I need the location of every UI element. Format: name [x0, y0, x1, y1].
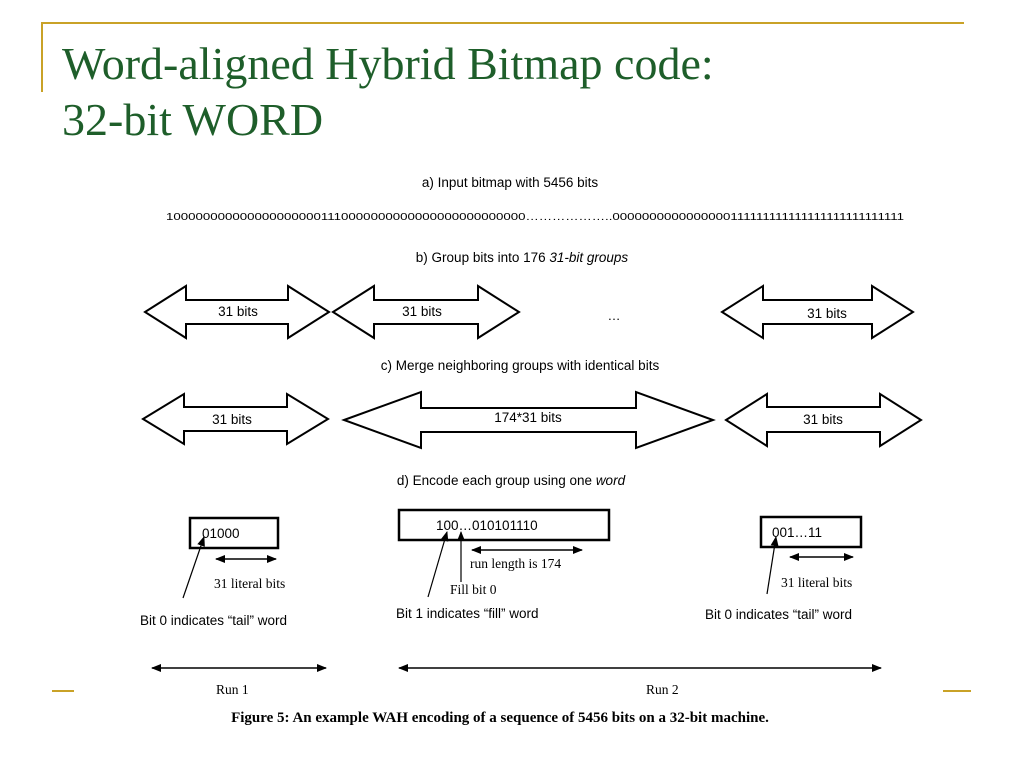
tail-indicator-label-2: Bit 0 indicates “tail” word: [705, 607, 852, 622]
group-ellipsis: …: [608, 308, 621, 323]
fill-word-box: [397, 508, 611, 542]
literal-bits-note-1: 31 literal bits: [214, 576, 285, 591]
step-c-label: c) Merge neighboring groups with identic…: [381, 358, 660, 373]
accent-bottom-right-line: [943, 690, 971, 692]
group-arrow-3: [720, 284, 915, 340]
figure-caption: Figure 5: An example WAH encoding of a s…: [231, 710, 769, 726]
tail-indicator-pointer-1: [182, 536, 205, 599]
tail-indicator-pointer-2: [766, 536, 779, 595]
run-1-label: Run 1: [216, 682, 249, 697]
input-bitmap-bits: 1000000000000000000001110000000000000000…: [166, 211, 904, 223]
literal-bits-note-2: 31 literal bits: [781, 575, 852, 590]
group-arrow-3-label: 31 bits: [807, 306, 847, 321]
run-length-note: run length is 174: [470, 556, 561, 571]
run-2-label: Run 2: [646, 682, 679, 697]
step-d-label: d) Encode each group using one word: [397, 473, 626, 488]
merged-arrow-1: [141, 392, 330, 446]
tail-word-2-code: 001…11: [772, 525, 822, 540]
step-b-label: b) Group bits into 176 31-bit groups: [416, 250, 629, 265]
fill-word-code: 100…010101110: [436, 518, 538, 533]
step-b-label-text: b) Group bits into 176: [416, 250, 550, 265]
merged-arrow-2-label: 174*31 bits: [494, 410, 562, 425]
merged-arrow-3-label: 31 bits: [803, 412, 843, 427]
slide-title: Word-aligned Hybrid Bitmap code: 32-bit …: [62, 36, 714, 148]
merged-arrow-1-label: 31 bits: [212, 412, 252, 427]
group-arrow-1-label: 31 bits: [218, 304, 258, 319]
fill-indicator-pointer: [427, 531, 449, 598]
group-arrow-2-label: 31 bits: [402, 304, 442, 319]
fill-bit-note: Fill bit 0: [450, 582, 497, 597]
slide-title-line-1: Word-aligned Hybrid Bitmap code:: [62, 38, 714, 89]
accent-bottom-left-line: [52, 690, 74, 692]
step-d-label-text: d) Encode each group using one: [397, 473, 596, 488]
step-d-label-italic: word: [596, 473, 626, 488]
slide-title-line-2: 32-bit WORD: [62, 94, 324, 145]
accent-horizontal-line: [41, 22, 964, 24]
tail-indicator-label-1: Bit 0 indicates “tail” word: [140, 613, 287, 628]
merged-arrow-2: [341, 390, 716, 450]
tail-word-1-code: 01000: [202, 526, 240, 541]
merged-arrow-3: [724, 392, 923, 448]
group-arrow-1: [143, 284, 331, 340]
accent-vertical-line: [41, 22, 43, 92]
fill-indicator-label: Bit 1 indicates “fill” word: [396, 606, 539, 621]
step-b-label-italic: 31-bit groups: [549, 250, 628, 265]
step-a-label: a) Input bitmap with 5456 bits: [422, 175, 599, 190]
group-arrow-2: [331, 284, 521, 340]
